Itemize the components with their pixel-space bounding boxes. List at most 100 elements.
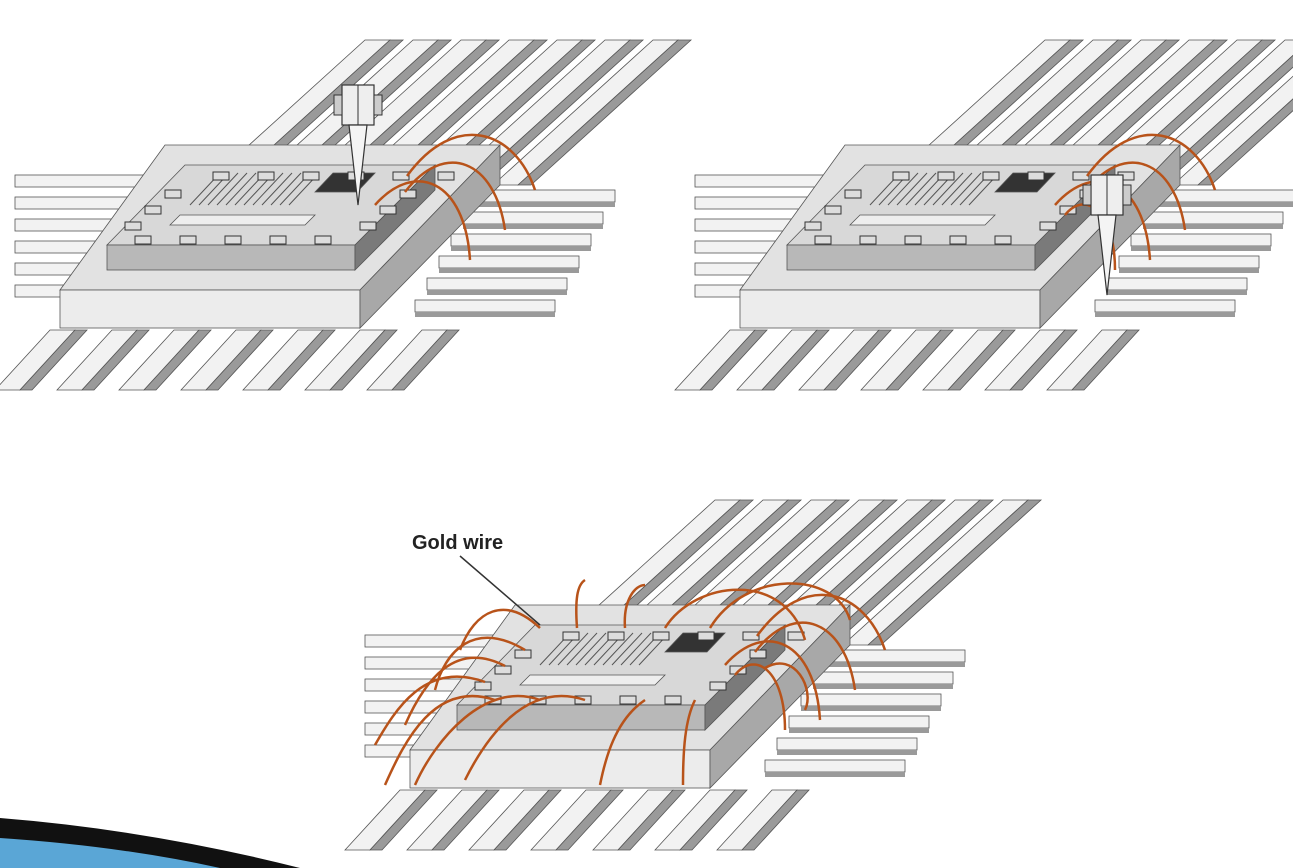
die-circuit-line [950, 172, 982, 206]
lead-right-edge [451, 246, 591, 251]
bond-pad [709, 681, 727, 691]
bonding-capillary-tool [1082, 174, 1132, 296]
lead-right [800, 693, 942, 707]
bond-pad [859, 235, 877, 245]
lead-right [788, 715, 930, 729]
bond-pad [697, 631, 715, 641]
lead-right [438, 255, 580, 269]
die-circuit-line [216, 172, 248, 206]
lead-bottom-side [699, 329, 768, 391]
gold-wire [734, 663, 787, 731]
bond-pad [804, 221, 822, 231]
tool-jaw-right [1122, 184, 1132, 206]
bond-pad [399, 189, 417, 199]
diagram-second-bond [674, 39, 1293, 391]
tool-tip [348, 124, 368, 206]
bond-pad [392, 171, 410, 181]
package-front [59, 289, 361, 329]
lead-bottom-side [19, 329, 88, 391]
bonding-capillary-tool [333, 84, 383, 206]
die-circuit-line [932, 172, 964, 206]
die-bus-bar [169, 214, 316, 226]
lead-bottom-side [555, 789, 624, 851]
package-side [359, 144, 501, 329]
lead-bottom-side [617, 789, 686, 851]
die-circuit-line [225, 172, 257, 206]
lead-right [776, 737, 918, 751]
lead-right [1130, 233, 1272, 247]
gold-wire-callout: Gold wire [412, 532, 541, 626]
gold-wire [754, 621, 857, 691]
die-circuit-line [905, 172, 937, 206]
gold-wire [708, 582, 852, 629]
gold-wire [458, 608, 541, 651]
lead-bottom-side [1009, 329, 1078, 391]
tool-jaw-left [1082, 184, 1092, 206]
callout-leader-line [459, 555, 541, 626]
lead-right [764, 759, 906, 773]
lead-right [450, 233, 592, 247]
lead-bottom-side [741, 789, 810, 851]
bond-pad [379, 205, 397, 215]
gold-wire [575, 578, 586, 629]
bond-pad [892, 171, 910, 181]
bond-pad [474, 681, 492, 691]
gold-wire [403, 656, 506, 726]
bond-pad [742, 631, 760, 641]
bond-pad [302, 171, 320, 181]
bond-pad [562, 631, 580, 641]
bond-pad [664, 695, 682, 705]
gold-wire [764, 662, 809, 711]
lead-bottom-side [81, 329, 150, 391]
lead-right-edge [463, 224, 603, 229]
swoosh-blue [0, 838, 220, 868]
lead-bottom-side [493, 789, 562, 851]
lead-right-edge [765, 772, 905, 777]
lead-bottom-side [369, 789, 438, 851]
die-circuit-line [270, 172, 302, 206]
lead-right-edge [1143, 224, 1283, 229]
bond-pad [904, 235, 922, 245]
die-circuit-line [252, 172, 284, 206]
lead-right-edge [427, 290, 567, 295]
bond-pad [982, 171, 1000, 181]
bond-pad [949, 235, 967, 245]
die-circuit-line [261, 172, 293, 206]
bond-pad [1027, 171, 1045, 181]
lead-right [1142, 211, 1284, 225]
lead-bottom-side [329, 329, 398, 391]
lead-right [1118, 255, 1260, 269]
gold-wire [405, 133, 537, 191]
lead-bottom-side [885, 329, 954, 391]
die-circuit-line [941, 172, 973, 206]
lead-right-edge [789, 728, 929, 733]
die-circuit-line [620, 632, 652, 666]
lead-bottom-side [431, 789, 500, 851]
lead-right-edge [825, 662, 965, 667]
lead-right-edge [1095, 312, 1235, 317]
die-circuit-line [896, 172, 928, 206]
diagram-bonding-complete [344, 499, 1043, 851]
tool-jaw-left [333, 94, 343, 116]
lead-bottom-side [947, 329, 1016, 391]
lead-top-side [516, 39, 693, 186]
bond-pad [607, 631, 625, 641]
bond-pad [212, 171, 230, 181]
lead-bottom-side [1071, 329, 1140, 391]
die-circuit-line [566, 632, 598, 666]
lead-right-edge [777, 750, 917, 755]
lead-top-side [866, 499, 1043, 646]
diagram-first-bond [0, 39, 693, 391]
lead-right [414, 299, 556, 313]
gold-wire-label: Gold wire [412, 532, 503, 554]
lead-bottom-side [823, 329, 892, 391]
lead-top-side [1196, 98, 1293, 186]
lead-right-edge [475, 202, 615, 207]
die-circuit-line [887, 172, 919, 206]
tool-tip [1097, 214, 1117, 296]
bond-pad [124, 221, 142, 231]
lead-right [426, 277, 568, 291]
lead-right-edge [813, 684, 953, 689]
lead-right [462, 211, 604, 225]
